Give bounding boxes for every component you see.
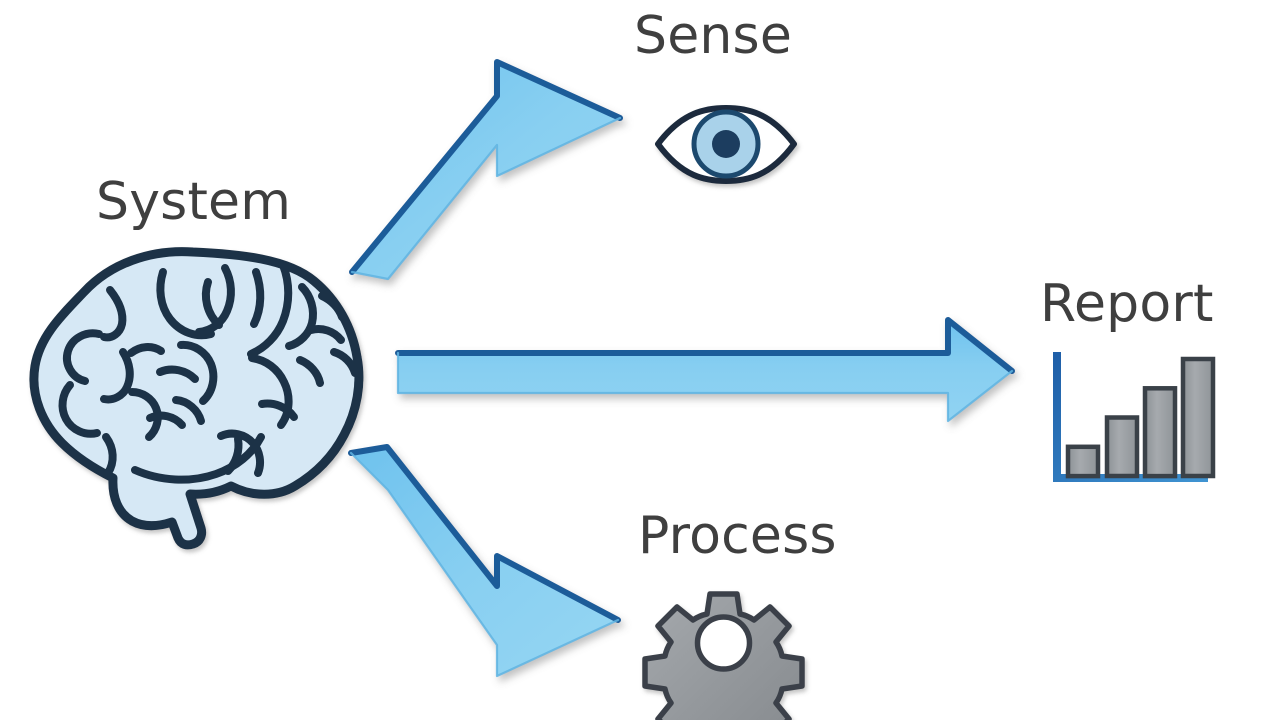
arrow-system-to-sense xyxy=(349,59,623,281)
arrow-system-to-report xyxy=(395,317,1015,423)
eye-icon xyxy=(655,105,797,184)
chart-bar xyxy=(1104,415,1140,479)
node-label-system: System xyxy=(96,172,292,232)
gear-icon xyxy=(642,591,805,720)
chart-bar xyxy=(1180,356,1216,479)
brain-icon xyxy=(29,247,364,550)
chart-bars xyxy=(1065,356,1216,479)
node-label-sense: Sense xyxy=(634,6,793,66)
arrow-system-to-process xyxy=(348,444,621,678)
bar-chart-icon xyxy=(1053,352,1216,482)
chart-bar xyxy=(1142,386,1178,479)
chart-bar xyxy=(1065,444,1101,479)
node-label-report: Report xyxy=(1040,274,1214,334)
node-label-process: Process xyxy=(638,506,837,566)
